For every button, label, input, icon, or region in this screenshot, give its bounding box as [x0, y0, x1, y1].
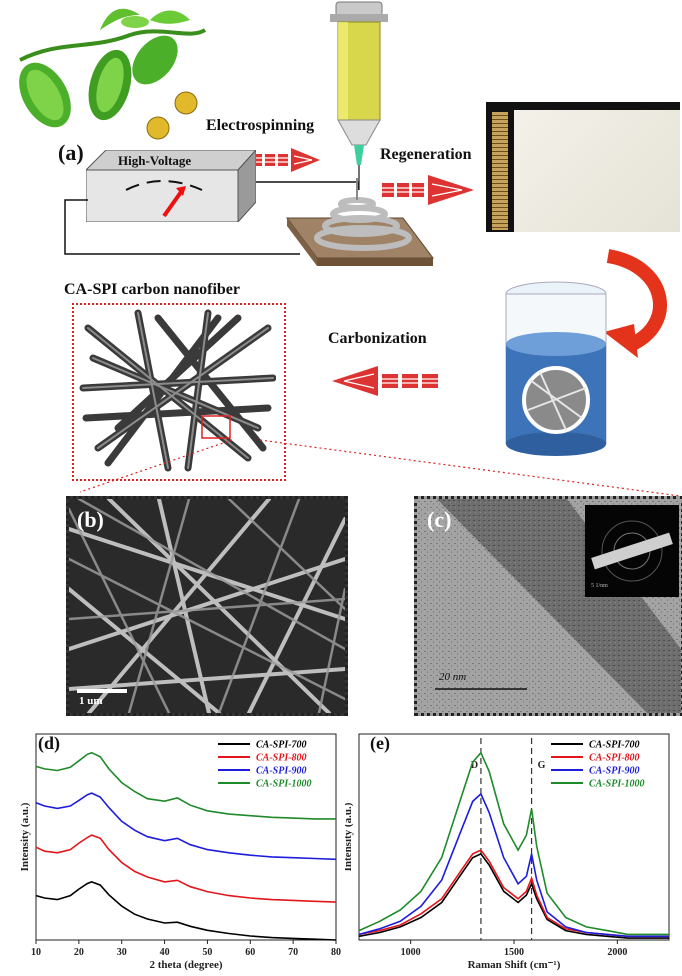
sem-scale-bar-label: 1 um: [79, 695, 103, 707]
legend-entry: CA-SPI-1000: [589, 779, 645, 790]
panel-label-e: (e): [370, 733, 390, 753]
x-tick-label: 50: [202, 947, 212, 958]
x-tick-label: 10: [31, 947, 41, 958]
zoom-connector-lines: [79, 439, 681, 497]
legend-entry: CA-SPI-700: [256, 740, 307, 751]
tem-diffraction-inset: 5 1/nm: [585, 505, 679, 597]
sem-fiber-image: [69, 499, 345, 713]
x-tick-label: 20: [74, 947, 84, 958]
x-tick-label: 1500: [504, 947, 524, 958]
legend-entry: CA-SPI-800: [589, 753, 640, 764]
x-tick-label: 2000: [607, 947, 627, 958]
tem-scale-bar-label: 20 nm: [439, 671, 467, 683]
nanofiber-title: CA-SPI carbon nanofiber: [64, 281, 241, 298]
nanofiber-mesh-frame: [72, 303, 286, 481]
electrospinning-label: Electrospinning: [206, 117, 315, 134]
plot-frame: [35, 733, 337, 941]
carbonization-label: Carbonization: [328, 330, 427, 347]
collector-plate: [286, 178, 434, 266]
inset-scale-label: 5 1/nm: [591, 583, 608, 589]
legend-entry: CA-SPI-900: [589, 766, 640, 777]
x-tick-label: 30: [117, 947, 127, 958]
series-line-ca-spi-900: [35, 792, 337, 861]
x-axis-label: 2 theta (degree): [149, 959, 222, 971]
peak-label: G: [538, 760, 546, 771]
x-tick-label: 60: [245, 947, 255, 958]
membrane-photo: [486, 102, 680, 232]
legend-entry: CA-SPI-1000: [256, 779, 312, 790]
x-tick-label: 40: [160, 947, 170, 958]
series-line-ca-spi-900: [358, 792, 669, 938]
high-voltage-box: [86, 150, 256, 222]
curved-arrow-icon: [604, 249, 667, 358]
process-arrow-2: [382, 175, 474, 205]
series-line-ca-spi-700: [358, 852, 669, 939]
x-tick-label: 80: [331, 947, 341, 958]
panel-label-a: (a): [58, 140, 84, 165]
syringe-icon: [330, 1, 388, 190]
series-line-ca-spi-700: [35, 881, 337, 941]
y-axis-label: Intensity (a.u.): [345, 802, 354, 871]
series-line-ca-spi-800: [358, 849, 669, 938]
xrd-chart: 10 20 30 40 50 60 70 80 2 theta (degree) Intensit…: [19, 733, 341, 971]
sem-image-panel: (b) 1 um: [66, 496, 348, 716]
nanofiber-mesh: [79, 309, 276, 472]
y-axis-label: Intensity (a.u.): [19, 802, 31, 871]
peak-label: D: [471, 760, 478, 771]
tem-image-panel: 5 1/nm (c) 20 nm: [414, 496, 682, 716]
legend-entry: CA-SPI-900: [256, 766, 307, 777]
x-tick-label: 1000: [401, 947, 421, 958]
legend-entry: CA-SPI-700: [589, 740, 640, 751]
series-line-ca-spi-1000: [35, 751, 336, 820]
panel-label-c: (c): [427, 507, 452, 532]
legend-entry: CA-SPI-800: [256, 753, 307, 764]
schematic-panel: (a) Electrospinning High-Voltage: [0, 0, 682, 497]
pea-plant-illustration: [19, 8, 207, 140]
x-axis-label: Raman Shift (cm⁻¹): [468, 959, 561, 971]
x-tick-label: 70: [288, 947, 298, 958]
series-line-ca-spi-1000: [358, 751, 669, 936]
high-voltage-label: High-Voltage: [118, 153, 192, 168]
panel-label-d: (d): [38, 733, 60, 753]
process-arrow-1: [252, 148, 320, 172]
regeneration-label: Regeneration: [380, 146, 472, 163]
series-line-ca-spi-800: [35, 834, 337, 903]
panel-label-b: (b): [77, 507, 104, 532]
process-arrow-3: [332, 366, 438, 396]
beaker-icon: [505, 281, 607, 456]
